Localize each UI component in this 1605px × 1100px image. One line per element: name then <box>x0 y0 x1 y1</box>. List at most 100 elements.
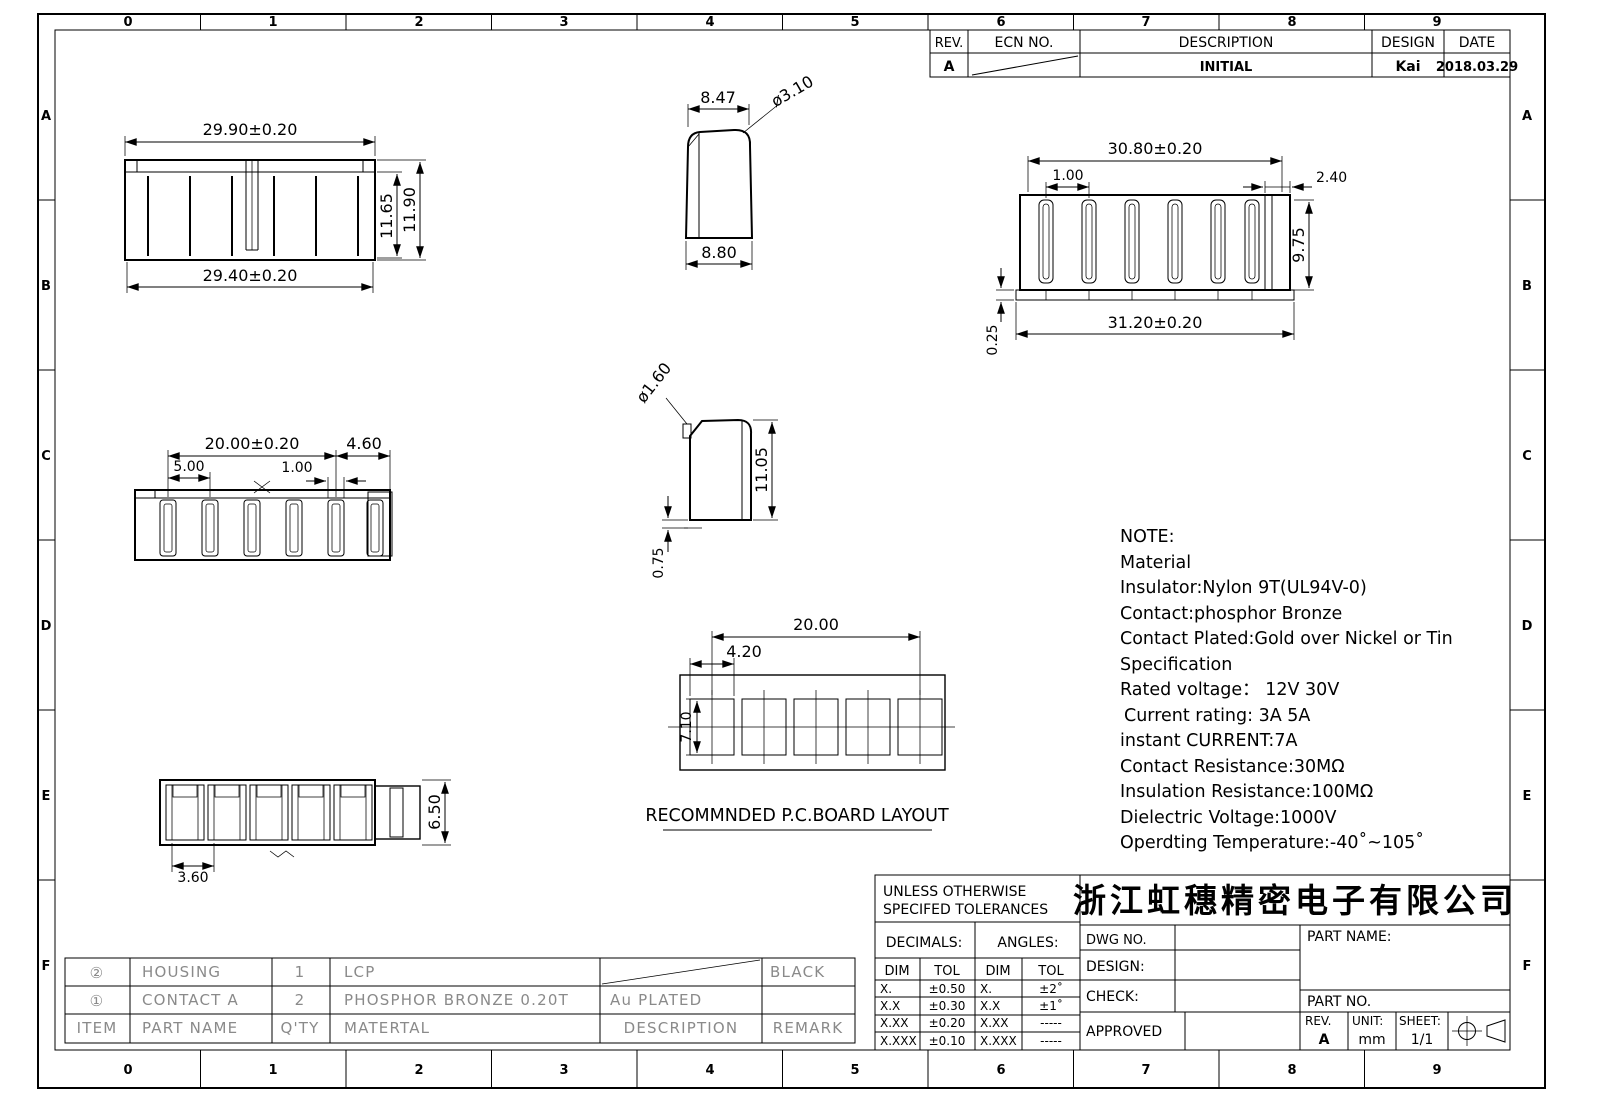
decimals-label: DECIMALS: <box>886 935 963 951</box>
zone-col: 0 <box>123 15 132 30</box>
zone-row: F <box>42 959 51 974</box>
zone-row: C <box>41 449 51 464</box>
rev-label: REV. <box>1305 1014 1331 1028</box>
view-side-top: 8.47 ø3.10 8.80 <box>684 72 817 270</box>
zone-labels-right: A B C D E F <box>1522 109 1533 974</box>
dim-side-mid-foot: 0.75 <box>651 547 667 578</box>
parts-table: ② HOUSING 1 LCP BLACK ① CONTACT A 2 PHOS… <box>64 957 856 1044</box>
dim-mid-end: 4.60 <box>346 434 382 453</box>
tolerance-table: UNLESS OTHERWISE SPECIFED TOLERANCES DEC… <box>874 874 1081 1051</box>
parts-header-name: PART NAME <box>142 1019 238 1037</box>
part-qty: 1 <box>295 963 306 981</box>
note-line: Rated voltage： 12V 30V <box>1120 680 1339 700</box>
part-remark: BLACK <box>770 963 825 981</box>
rear-slots <box>1038 199 1260 284</box>
part-material: PHOSPHOR BRONZE 0.20T <box>344 991 569 1009</box>
title-block: 浙江虹穗精密电子有限公司 DWG NO. DESIGN: CHECK: APPR… <box>1073 874 1513 1051</box>
tol-value: ----- <box>1040 1034 1062 1048</box>
tol-value: ±2˚ <box>1039 981 1063 996</box>
dim-pcb-span: 20.00 <box>793 615 839 634</box>
description-header: DESCRIPTION <box>1179 35 1274 51</box>
view-rear-top: 30.80±0.20 1.00 2.40 9.75 0.25 31.20±0.2… <box>985 139 1347 356</box>
bottom-cells <box>165 784 373 841</box>
zone-col: 5 <box>850 15 859 30</box>
dim-bottom-height: 6.50 <box>425 794 444 830</box>
dim-side-width-top: 8.47 <box>700 88 736 107</box>
tol-dim: X.XXX <box>980 1034 1017 1048</box>
angles-label: ANGLES: <box>997 935 1058 951</box>
dwg-no-label: DWG NO. <box>1086 933 1147 948</box>
parts-header-description: DESCRIPTION <box>624 1019 739 1037</box>
sheet-label: SHEET: <box>1399 1014 1441 1028</box>
part-name: CONTACT A <box>142 991 239 1009</box>
notes-block: NOTE: Material Insulator:Nylon 9T(UL94V-… <box>1120 527 1453 853</box>
design-header: DESIGN <box>1381 35 1435 51</box>
dim-side-mid-height: 11.05 <box>752 447 771 493</box>
tol-value: ±0.30 <box>929 999 966 1013</box>
part-item-number: ② <box>90 964 105 982</box>
tol-dim: X.XX <box>980 1016 1008 1030</box>
zone-col: 8 <box>1287 15 1296 30</box>
view-pcb-layout: 20.00 4.20 7.10 RECOMMNDED P.C.BOARD LAY… <box>645 615 955 831</box>
parts-header-qty: Q'TY <box>280 1019 319 1037</box>
dim-rear-base-offset: 0.25 <box>985 324 1001 355</box>
zone-row: D <box>41 619 52 634</box>
revision-table: REV. ECN NO. DESCRIPTION DESIGN DATE A I… <box>929 29 1518 78</box>
zone-row: C <box>1522 449 1532 464</box>
note-line: Insulation Resistance:100MΩ <box>1120 782 1373 802</box>
part-description: Au PLATED <box>610 991 702 1009</box>
pcb-pads <box>689 690 943 764</box>
zone-col: 7 <box>1141 1063 1150 1078</box>
view-bottom: 6.50 3.60 <box>159 779 451 886</box>
zone-col: 6 <box>996 15 1005 30</box>
dim-mid-pitch: 5.00 <box>173 459 204 475</box>
dim-front-width-bottom: 29.40±0.20 <box>203 266 298 285</box>
zone-row: B <box>41 279 51 294</box>
dim-col-header: DIM <box>985 964 1010 979</box>
sheet-value: 1/1 <box>1411 1032 1434 1048</box>
check-label: CHECK: <box>1086 989 1139 1005</box>
dim-side-hole-dia: ø3.10 <box>768 72 817 111</box>
zone-row: F <box>1523 959 1532 974</box>
zone-row: B <box>1522 279 1532 294</box>
dim-rear-pitch: 1.00 <box>1052 168 1083 184</box>
tol-dim: X. <box>980 982 992 996</box>
design-label: DESIGN: <box>1086 959 1145 975</box>
tol-value: ----- <box>1040 1016 1062 1030</box>
unit-value: mm <box>1358 1032 1385 1048</box>
parts-header-remark: REMARK <box>773 1019 844 1037</box>
view-side-mid: ø1.60 11.05 0.75 <box>632 359 778 579</box>
parts-header-material: MATERTAL <box>344 1019 430 1037</box>
zone-col: 0 <box>123 1063 132 1078</box>
zone-col: 9 <box>1432 15 1441 30</box>
zone-col: 3 <box>559 1063 568 1078</box>
zone-row: A <box>1522 109 1532 124</box>
parts-header-item: ITEM <box>77 1019 118 1037</box>
note-line: Contact Plated:Gold over Nickel or Tin <box>1120 629 1453 649</box>
part-qty: 2 <box>295 991 306 1009</box>
zone-col: 3 <box>559 15 568 30</box>
tol-value: ±0.50 <box>929 982 966 996</box>
note-line: Specification <box>1120 655 1232 675</box>
zone-col: 2 <box>414 1063 423 1078</box>
part-no-label: PART NO. <box>1307 994 1371 1010</box>
tol-value: ±0.20 <box>929 1016 966 1030</box>
sheet-border: 0 1 2 3 4 5 6 7 8 9 0 1 2 3 4 5 6 7 8 9 … <box>37 13 1546 1089</box>
dim-pcb-pad-height: 7.10 <box>679 711 695 742</box>
zone-col: 9 <box>1432 1063 1441 1078</box>
dim-col-header: DIM <box>884 964 909 979</box>
dim-side-width-bottom: 8.80 <box>701 243 737 262</box>
dim-rear-end-width: 2.40 <box>1316 170 1347 186</box>
rev-designer: Kai <box>1395 59 1420 75</box>
rev-value: A <box>944 59 955 75</box>
note-line: NOTE: <box>1120 527 1175 547</box>
date-header: DATE <box>1459 35 1495 51</box>
tol-col-header: TOL <box>933 964 960 979</box>
zone-col: 2 <box>414 15 423 30</box>
tol-dim: X.X <box>980 999 1000 1013</box>
zone-labels-top: 0 1 2 3 4 5 6 7 8 9 <box>123 15 1441 30</box>
dim-mid-slot-width: 1.00 <box>281 460 312 476</box>
approved-label: APPROVED <box>1086 1024 1162 1040</box>
